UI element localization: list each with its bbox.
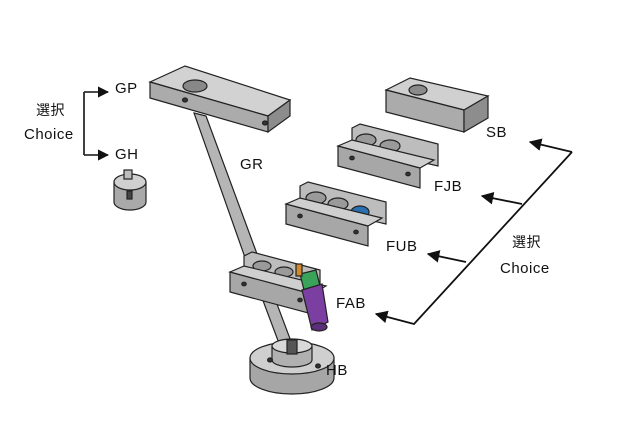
left-choice-bracket [83,86,110,161]
label-fjb: FJB [434,178,463,195]
right-choice-arrows [374,138,573,326]
gh-holder [113,169,147,211]
right-choice-en: Choice [500,260,550,277]
label-fab: FAB [336,295,366,312]
label-fub: FUB [386,238,418,255]
label-gp: GP [115,80,138,97]
fub-block [284,181,387,247]
left-choice-en: Choice [24,126,74,143]
label-hb: HB [326,362,348,379]
label-gr: GR [240,156,264,173]
left-choice-jp: 選択 [36,103,65,119]
right-choice-jp: 選択 [512,235,541,251]
hb-base [249,338,335,395]
label-sb: SB [486,124,508,141]
gr-rod [193,112,296,355]
label-gh: GH [115,146,139,163]
fab-block [228,251,329,332]
gp-plate [148,65,292,134]
sb-block [384,77,490,134]
fjb-block [336,123,439,189]
